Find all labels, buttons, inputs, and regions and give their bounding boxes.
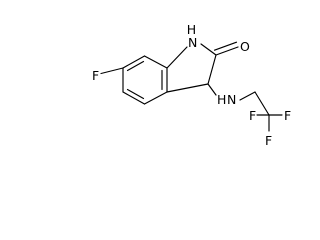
bond-c6-c7 — [122, 55, 146, 69]
label-nitrogen-ring: N — [188, 35, 197, 50]
label-nitrogen-amine: N — [227, 92, 236, 107]
double-bond-c5-c4-inner — [126, 88, 145, 100]
label-hydrogen-ring: H — [187, 22, 196, 37]
label-fluorine-ring: F — [92, 68, 99, 83]
label-fluorine-cf3-right: F — [284, 108, 291, 123]
bond-n1-c2 — [200, 43, 217, 56]
bond-c2-o — [215, 46, 239, 56]
double-bond-c7-c6-inner — [126, 60, 145, 72]
label-hydrogen-amine: H — [217, 92, 226, 107]
bond-c6-f — [100, 67, 124, 75]
bond-c3-nh — [207, 83, 217, 96]
molecule-structure-diagram: N H O F N H F F F — [92, 22, 291, 148]
bond-c4-c5 — [122, 91, 146, 105]
bond-c2-c3 — [207, 54, 217, 85]
bond-c7-c7a — [143, 55, 168, 69]
bond-c3-c3a — [166, 83, 209, 93]
bonds — [100, 41, 283, 132]
label-fluorine-cf3-left: F — [249, 108, 256, 123]
atom-labels: N H O F N H F F F — [92, 22, 291, 148]
bond-c7a-n1 — [166, 46, 188, 69]
bond-ch2-cf3 — [254, 91, 270, 116]
bond-nh-ch2 — [239, 91, 256, 101]
bond-c3a-c4 — [143, 91, 168, 105]
double-bond-c2-o — [213, 41, 238, 51]
label-oxygen: O — [240, 39, 250, 54]
label-fluorine-cf3-bottom: F — [265, 133, 272, 148]
